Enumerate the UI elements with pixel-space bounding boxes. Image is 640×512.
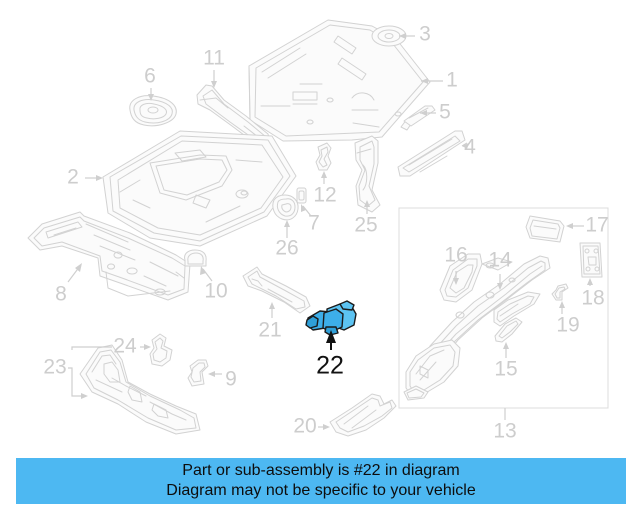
callout-label-15: 15	[494, 358, 517, 381]
part-15-inner-bracket: 15	[493, 291, 541, 381]
leader-14	[497, 274, 503, 290]
callout-label-5: 5	[439, 101, 451, 124]
callout-label-1: 1	[446, 69, 458, 92]
leader-5	[420, 110, 436, 116]
part-18-mounting-plate: 18	[579, 242, 605, 310]
leader-12	[321, 171, 327, 184]
leader-20	[318, 424, 330, 430]
callout-label-11: 11	[203, 47, 225, 70]
leader-2	[85, 175, 103, 181]
leader-7	[301, 204, 312, 217]
callout-label-26: 26	[275, 237, 298, 260]
leader-8	[67, 263, 82, 283]
leader-23	[68, 346, 112, 399]
callout-label-24: 24	[113, 335, 137, 358]
callout-label-7: 7	[308, 212, 320, 235]
part-21-rear-cross-brace: 21	[242, 266, 311, 342]
callout-label-3: 3	[419, 23, 431, 46]
leader-9	[208, 371, 222, 377]
part-20-rocker-extension: 20	[293, 393, 397, 438]
part-14-front-side-rail: 14	[403, 249, 551, 401]
part-4-side-member: 4	[397, 130, 476, 177]
callout-label-16: 16	[444, 244, 467, 267]
part-26-grommet: 26	[272, 194, 299, 260]
part-6-spare-tire-cover: 6	[129, 65, 177, 127]
leader-16	[453, 271, 459, 285]
leader-15	[503, 342, 509, 358]
callout-label-23: 23	[43, 356, 66, 379]
callout-label-17: 17	[585, 214, 608, 237]
part-23-rear-panel: 23	[43, 344, 201, 435]
callout-label-8: 8	[55, 283, 67, 306]
part-5-reinforcement-brace: 5	[400, 101, 451, 131]
leader-19	[559, 301, 565, 314]
leader-26	[284, 220, 290, 238]
part-17-cover-panel: 17	[525, 214, 609, 243]
part-11-crossmember: 11	[196, 47, 271, 143]
leader-25	[364, 200, 370, 214]
callout-label-21: 21	[258, 319, 281, 342]
callout-label-22: 22	[316, 352, 344, 380]
callout-label-18: 18	[581, 287, 604, 310]
leader-11	[211, 70, 217, 88]
leader-4	[461, 142, 469, 149]
callout-label-12: 12	[313, 184, 336, 207]
part-8-dash-lower-panel: 8	[27, 211, 191, 306]
notice-banner-line-1: Part or sub-assembly is #22 in diagram	[182, 462, 460, 479]
part-9-clip: 9	[187, 359, 237, 391]
leader-17	[566, 223, 584, 229]
part-2-main-floor-pan: 2	[67, 130, 297, 247]
callout-label-19: 19	[556, 314, 579, 337]
part-12-clip-bracket: 12	[313, 142, 337, 207]
callout-label-6: 6	[144, 65, 156, 88]
part-22-highlighted-bracket: 22	[305, 300, 357, 380]
leader-3	[399, 33, 415, 39]
notice-banner-line-2: Diagram may not be specific to your vehi…	[166, 482, 476, 499]
part-25-wheelhouse-bracket: 25	[354, 135, 381, 237]
leader-10	[200, 266, 213, 282]
leader-18	[587, 278, 593, 286]
part-7-small-clip: 7	[296, 187, 320, 235]
callout-label-14: 14	[488, 249, 512, 272]
callout-label-25: 25	[354, 214, 377, 237]
callout-label-4: 4	[464, 136, 476, 159]
leader-6	[148, 88, 154, 101]
callout-label-2: 2	[67, 166, 79, 189]
part-24-bracket: 24	[113, 333, 173, 367]
part-13-group-assembly: 16 17	[398, 207, 609, 443]
leader-1	[421, 78, 443, 84]
part-1-rear-floor-panel: 1	[248, 19, 458, 142]
part-19-clip: 19	[551, 283, 580, 337]
callout-label-10: 10	[204, 280, 227, 303]
callout-label-13: 13	[493, 420, 516, 443]
notice-banner: Part or sub-assembly is #22 in diagram D…	[16, 458, 626, 504]
part-10-small-cap: 10	[184, 249, 228, 303]
leader-24	[140, 344, 151, 350]
callout-label-9: 9	[225, 368, 237, 391]
leader-22	[326, 330, 336, 350]
parts-diagram-illustration: 1 3 5	[27, 19, 609, 443]
leader-21	[269, 302, 275, 318]
callout-label-20: 20	[293, 415, 316, 438]
part-3-floor-plug: 3	[371, 23, 431, 47]
part-16-bracket: 16	[439, 244, 483, 303]
